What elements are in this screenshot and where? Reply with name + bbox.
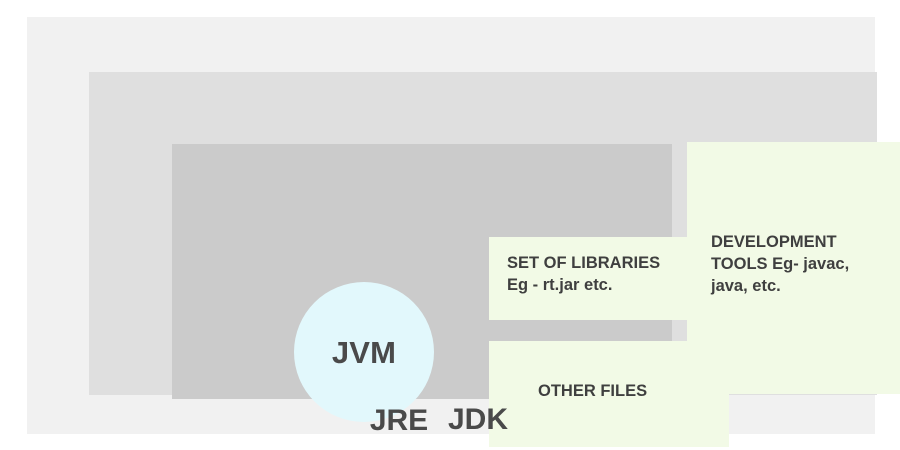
jvm-label: JVM [331,334,397,370]
jdk-label: JDK [447,403,508,436]
jre-label: JRE [369,404,429,437]
development-tools-panel: DEVELOPMENT TOOLS Eg- javac, java, etc. [687,142,900,394]
jre-container: JVM SET OF LIBRARIES Eg - rt.jar etc. OT… [89,72,900,447]
other-files-text: OTHER FILES [538,382,648,400]
set-of-libraries-text: SET OF LIBRARIES Eg - rt.jar etc. [507,254,661,294]
jvm-group-container: JVM SET OF LIBRARIES Eg - rt.jar etc. OT… [172,144,729,447]
development-tools-text: DEVELOPMENT TOOLS Eg- javac, java, etc. [711,233,850,295]
jdk-container: JVM SET OF LIBRARIES Eg - rt.jar etc. OT… [27,17,900,447]
jvm-circle: JVM [294,282,434,422]
